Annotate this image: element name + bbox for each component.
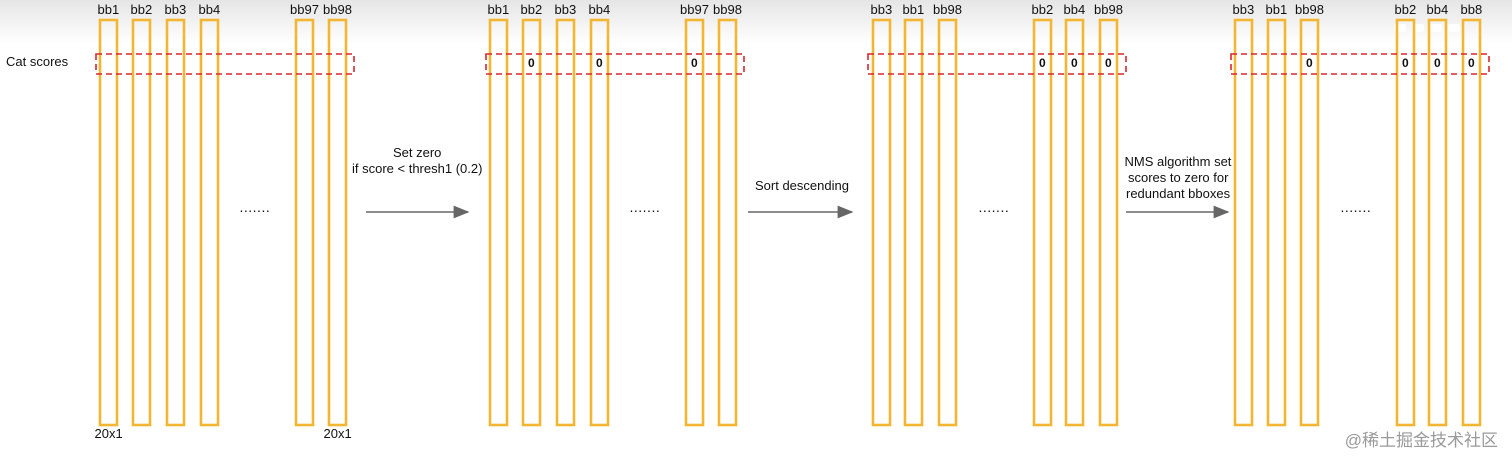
score-column-1-5 [294,18,315,427]
control-icon-4[interactable] [1448,24,1460,32]
ellipsis: ....... [1340,199,1372,215]
ellipsis: ....... [239,199,271,215]
control-icon-3[interactable] [1430,24,1442,32]
column-label: bb98 [323,2,352,17]
watermark: @稀土掘金技术社区 [1344,431,1498,450]
column-label: bb98 [1295,2,1324,17]
arrow-caption: if score < thresh1 (0.2) [352,161,483,176]
cat-score-row-highlight [867,53,1127,75]
column-label: bb2 [130,2,153,17]
dimension-label: 20x1 [323,426,352,441]
score-column-2-5 [684,18,705,427]
column-label: bb1 [1265,2,1288,17]
row-label-cat-scores: Cat scores [6,54,69,69]
column-label: bb4 [1063,2,1086,17]
dimension-label: 20x1 [94,426,123,441]
score-column-4-5 [1427,18,1448,427]
score-column-2-1 [488,18,509,427]
zero-score: 0 [1105,56,1112,70]
zero-score: 0 [596,56,603,70]
score-column-3-5 [1064,18,1085,427]
video-top-shade [0,0,1512,44]
column-label: bb8 [1460,2,1483,17]
arrow-caption: Sort descending [755,178,849,193]
score-column-1-2 [131,18,152,427]
zero-score: 0 [1306,56,1313,70]
score-column-4-6 [1461,18,1482,427]
cat-score-row-highlight [95,53,355,75]
column-label: bb98 [933,2,962,17]
arrow-caption: redundant bboxes [1126,186,1231,201]
score-column-4-4 [1395,18,1416,427]
zero-score: 0 [528,56,535,70]
control-icon-1[interactable] [1394,24,1406,32]
ellipsis: ....... [629,199,661,215]
zero-score: 0 [1071,56,1078,70]
score-column-3-1 [871,18,892,427]
column-label: bb97 [680,2,709,17]
column-label: bb2 [1394,2,1417,17]
column-label: bb1 [902,2,925,17]
arrow-caption: scores to zero for [1128,170,1229,185]
score-column-4-2 [1266,18,1287,427]
ellipsis: ....... [978,199,1010,215]
score-column-1-4 [199,18,220,427]
score-column-2-4 [589,18,610,427]
zero-score: 0 [1402,56,1409,70]
zero-score: 0 [1434,56,1441,70]
score-column-1-1 [98,18,119,427]
score-column-2-2 [521,18,542,427]
score-column-1-3 [165,18,186,427]
arrow-caption: NMS algorithm set [1124,154,1232,169]
control-icon-2[interactable] [1412,24,1424,32]
score-column-3-2 [903,18,924,427]
column-label: bb4 [198,2,221,17]
column-label: bb3 [1232,2,1255,17]
score-column-3-6 [1098,18,1119,427]
cat-score-row-highlight [485,53,745,75]
score-column-3-3 [937,18,958,427]
score-column-3-4 [1032,18,1053,427]
column-label: bb3 [554,2,577,17]
column-label: bb4 [588,2,611,17]
column-label: bb1 [487,2,510,17]
score-column-4-1 [1233,18,1254,427]
column-label: bb2 [1031,2,1054,17]
zero-score: 0 [1468,56,1475,70]
arrow-caption: Set zero [393,145,442,160]
zero-score: 0 [691,56,698,70]
zero-score: 0 [1039,56,1046,70]
score-column-1-6 [327,18,348,427]
column-label: bb2 [520,2,543,17]
column-label: bb3 [870,2,893,17]
cat-score-row-highlight [1230,53,1490,75]
column-label: bb98 [713,2,742,17]
column-label: bb98 [1094,2,1123,17]
column-label: bb97 [290,2,319,17]
score-column-2-6 [717,18,738,427]
score-column-2-3 [555,18,576,427]
column-label: bb1 [97,2,120,17]
column-label: bb3 [164,2,187,17]
column-label: bb4 [1426,2,1449,17]
score-column-4-3 [1299,18,1320,427]
